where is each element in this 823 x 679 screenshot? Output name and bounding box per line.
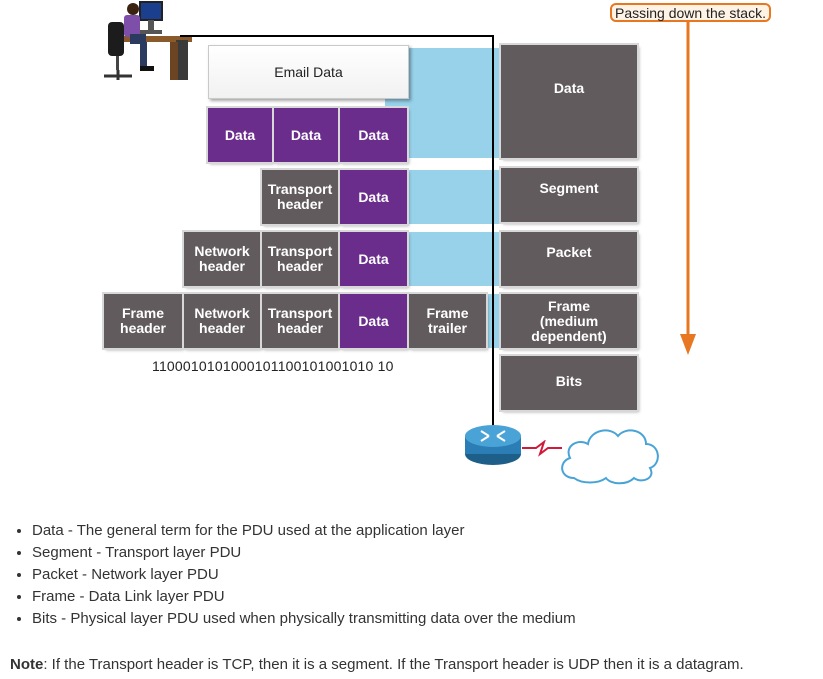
down-arrow-icon (680, 22, 696, 355)
pdu-frame: Frame (medium dependent) (501, 294, 637, 348)
email-data-box: Email Data (208, 45, 409, 99)
network-header-cell: Network header (184, 294, 260, 348)
transport-header-cell: Transport header (262, 294, 338, 348)
router-icon (465, 425, 521, 465)
data-cell: Data (208, 108, 272, 162)
frame-header-cell: Frame header (104, 294, 182, 348)
cloud-icon (561, 429, 659, 485)
pdu-packet: Packet (501, 232, 637, 286)
network-header-cell: Network header (184, 232, 260, 286)
pdu-data: Data (501, 45, 637, 158)
bit-string: 1100010101000101100101001010 10 (152, 358, 394, 374)
data-cell: Data (340, 232, 407, 286)
pdu-bits: Bits (501, 356, 637, 410)
transport-header-cell: Transport header (262, 232, 338, 286)
list-item: Bits - Physical layer PDU used when phys… (32, 608, 576, 630)
list-item: Packet - Network layer PDU (32, 564, 576, 586)
note-label: Note (10, 656, 44, 673)
layer-band (408, 170, 500, 224)
layer-band (408, 232, 500, 286)
data-cell: Data (340, 294, 407, 348)
layer-band (488, 294, 500, 348)
note-text: Note: If the Transport header is TCP, th… (10, 656, 744, 673)
frame-trailer-cell: Frame trailer (409, 294, 486, 348)
link-icon (522, 440, 562, 457)
data-cell: Data (340, 170, 407, 224)
list-item: Frame - Data Link layer PDU (32, 586, 576, 608)
pdu-segment: Segment (501, 168, 637, 222)
connector-line (180, 35, 494, 37)
list-item: Data - The general term for the PDU used… (32, 520, 576, 542)
pdu-definitions-list: Data - The general term for the PDU used… (16, 520, 576, 630)
transport-header-cell: Transport header (262, 170, 338, 224)
passing-down-label: Passing down the stack. (610, 3, 771, 22)
data-cell: Data (274, 108, 338, 162)
connector-line (492, 35, 494, 430)
data-cell: Data (340, 108, 407, 162)
list-item: Segment - Transport layer PDU (32, 542, 576, 564)
user-at-computer-icon (104, 1, 192, 80)
